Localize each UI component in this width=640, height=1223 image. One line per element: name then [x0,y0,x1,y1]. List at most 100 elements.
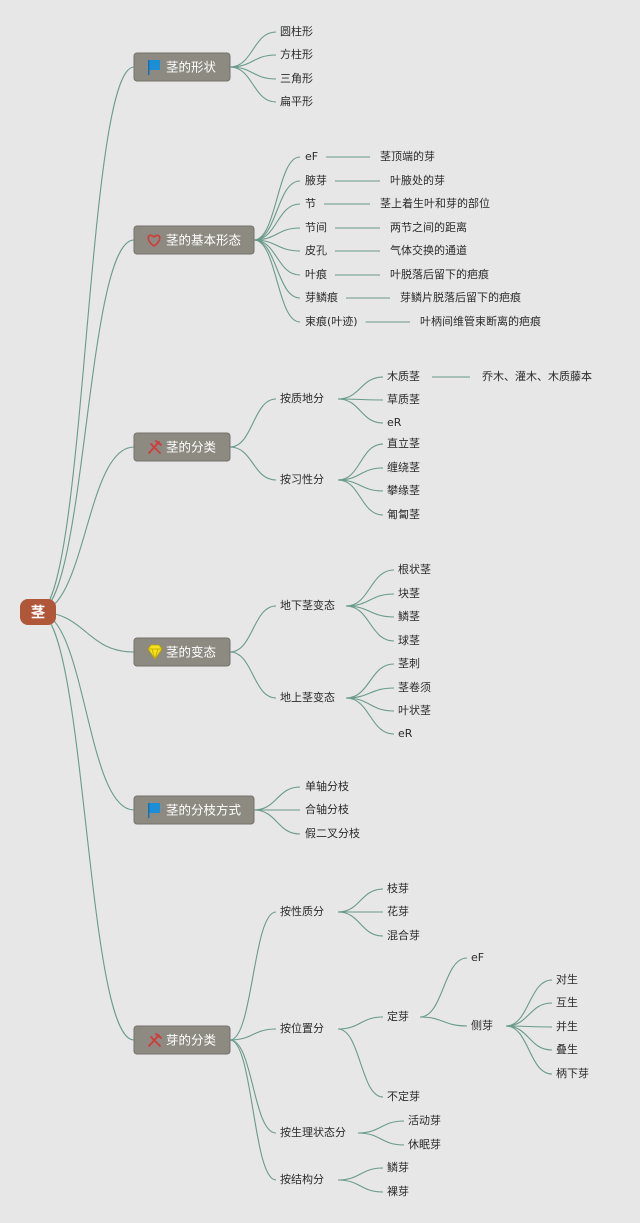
leaf-label: 缠绕茎 [387,460,420,474]
leaf-label: 束痕(叶迹) [305,314,358,328]
flag-icon [148,60,160,75]
leaf-label: eF [471,951,484,964]
connector-line [337,1179,384,1193]
connector-line [337,479,384,516]
leaf-note: 乔木、灌木、木质藤本 [482,369,592,383]
leaf-label: 木质茎 [387,370,420,383]
connector-line [37,611,135,1041]
leaf-note: 叶柄间维管束断离的疤痕 [420,314,541,328]
connector-line [337,888,384,913]
leaf-label: 花芽 [387,904,409,918]
branch-node [133,225,255,255]
connector-line [345,569,395,607]
branch-node [133,432,231,462]
connector-line [337,1028,384,1098]
leaf-label: 互生 [556,995,578,1009]
connector-line [253,786,301,811]
root-label: 茎 [31,604,45,621]
leaf-label: 叶痕 [305,267,327,281]
leaf-label: 茎刺 [398,657,420,670]
sub-label: 按习性分 [280,472,324,486]
leaf-note: 气体交换的通道 [390,243,467,257]
connector-line [337,1167,384,1181]
branch-label: 芽的分类 [166,1033,217,1048]
connector-line [253,203,301,241]
leaf-label: 方柱形 [280,47,313,61]
leaf-label: 枝芽 [387,881,409,895]
branch-label: 茎的分类 [166,440,217,455]
leaf-label: eR [398,727,413,740]
leaf-label: 攀缘茎 [387,484,420,497]
leaf-label: eR [387,416,402,429]
leaf-label: 假二叉分枝 [305,826,360,840]
connector-line [505,1002,553,1027]
leaf-label: 腋芽 [305,173,327,187]
connector-line [337,911,384,937]
leaf-label: 不定芽 [387,1089,420,1103]
sub-label: 按质地分 [280,391,324,405]
branch-label: 茎的分枝方式 [166,803,242,818]
connector-line [253,239,301,323]
sub-label: 定芽 [387,1009,409,1023]
connector-line [229,1028,277,1041]
sub-label: 地下茎变态 [280,598,335,612]
connector-line [229,66,277,103]
leaf-label: 圆柱形 [280,24,313,38]
branch-label: 茎的变态 [166,645,216,660]
sub-label: 按性质分 [280,904,324,918]
connector-line [37,446,135,613]
leaf-label: 裸芽 [387,1184,409,1198]
leaf-label: 扁平形 [280,95,313,108]
connector-line [229,605,277,653]
connector-line [505,1025,553,1075]
connector-line [37,66,135,613]
leaf-note: 两节之间的距离 [390,220,467,234]
heart-icon [147,234,161,247]
sub-label: 按结构分 [280,1172,324,1186]
connector-line [337,443,384,481]
connector-line [419,1016,468,1027]
leaf-note: 茎顶端的芽 [380,149,435,163]
connector-line [253,156,301,241]
leaf-note: 芽鳞片脱落后留下的疤痕 [400,290,521,304]
connector-line [229,31,277,68]
leaf-label: 三角形 [280,72,313,85]
leaf-label: 块茎 [398,587,420,600]
connector-line [229,1039,277,1181]
leaf-label: 皮孔 [305,244,327,257]
leaf-label: 休眠芽 [408,1137,441,1151]
leaf-label: 球茎 [398,633,420,647]
leaf-label: 合轴分枝 [305,802,349,816]
connector-line [337,398,384,424]
connector-lines [37,31,553,1193]
sub-label: 地上茎变态 [280,690,335,704]
flag-icon [148,803,160,818]
leaf-label: 节 [305,197,316,210]
leaf-label: 茎卷须 [398,680,431,694]
nodes: 茎茎的形状茎的基本形态茎的分类茎的变态茎的分枝方式芽的分类圆柱形方柱形三角形扁平… [20,24,592,1198]
leaf-note: 茎上着生叶和芽的部位 [380,196,490,210]
connector-line [345,663,395,699]
connector-line [253,239,301,299]
connector-line [505,1025,553,1051]
connector-line [505,979,553,1027]
connector-line [229,446,277,481]
leaf-label: 活动芽 [408,1113,441,1127]
connector-line [337,376,384,400]
connector-line [337,1016,384,1030]
tools-icon [148,1033,162,1047]
leaf-label: 叶状茎 [398,703,431,717]
leaf-label: 鳞芽 [387,1160,409,1174]
leaf-label: 单轴分枝 [305,779,349,793]
connector-line [37,611,135,811]
leaf-note: 叶脱落后留下的疤痕 [390,267,489,281]
sub-label: 按生理状态分 [280,1125,346,1139]
connector-line [37,239,135,613]
tools-icon [148,440,162,454]
leaf-label: 对生 [556,972,578,986]
branch-node [133,795,255,825]
connector-line [357,1132,405,1146]
leaf-label: 柄下芽 [556,1066,589,1080]
sub-label: 侧芽 [471,1018,493,1032]
leaf-label: 鳞茎 [398,609,420,623]
